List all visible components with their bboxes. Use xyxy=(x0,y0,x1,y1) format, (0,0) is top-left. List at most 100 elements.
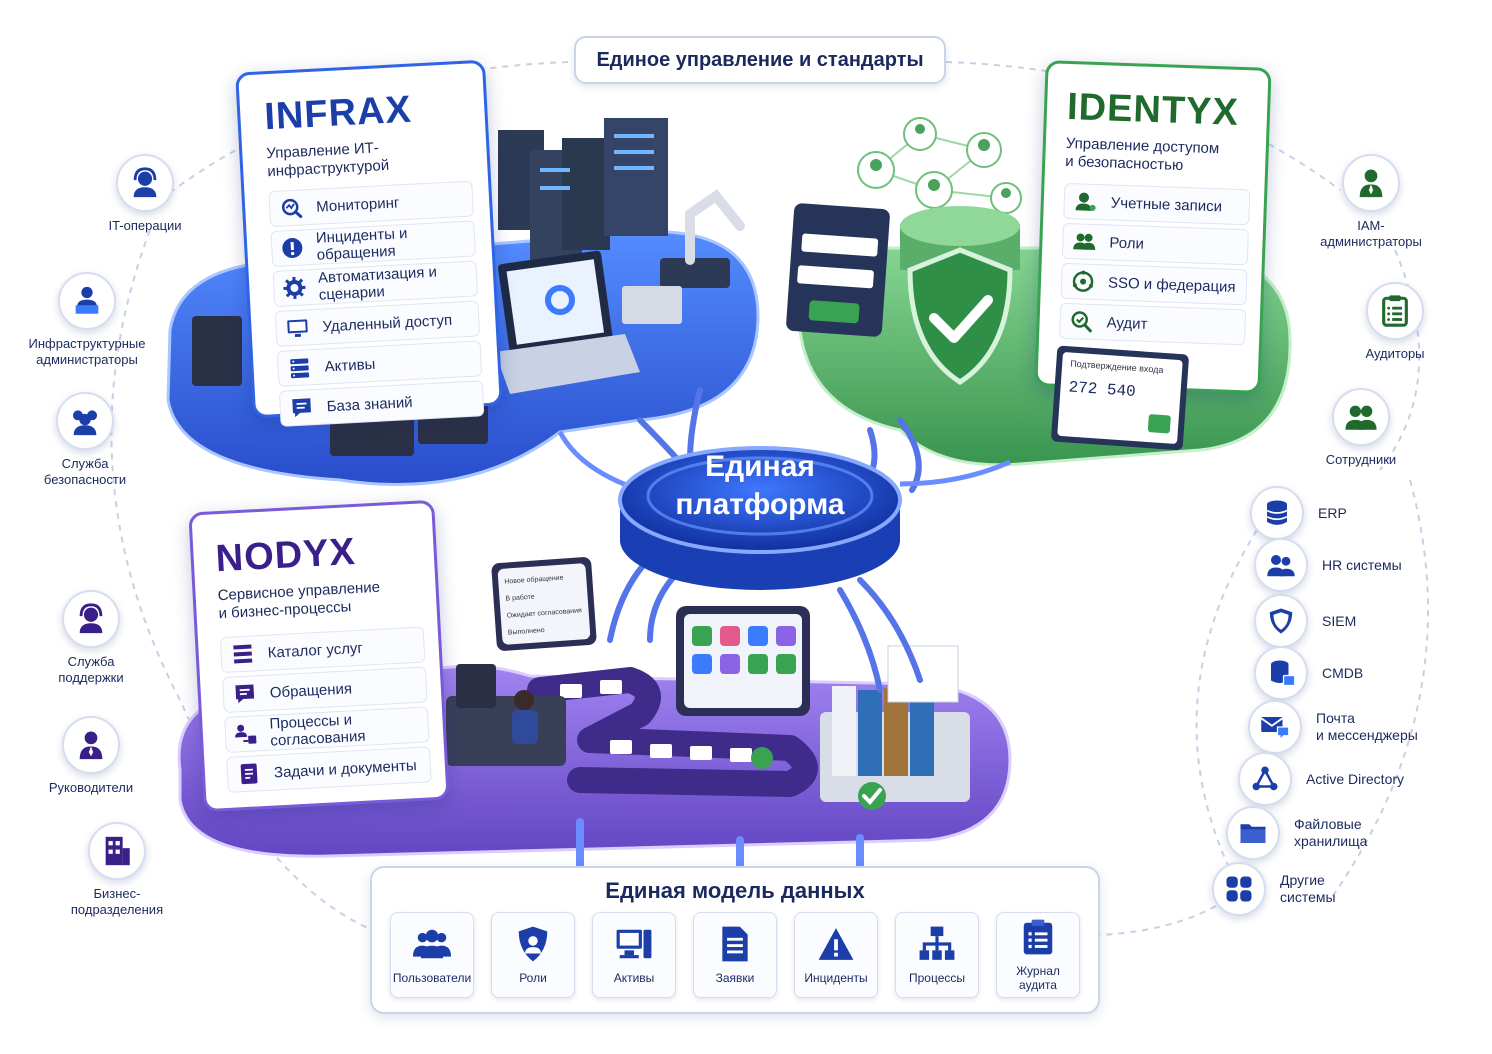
login-confirmation-card: Подтверждение входа 272 540 xyxy=(1050,345,1190,451)
nodyx-title: NODYX xyxy=(214,530,357,581)
identyx-item-label: Роли xyxy=(1109,233,1145,253)
nodyx-item-tasks[interactable]: Задачи и документы xyxy=(226,746,432,793)
entity-users[interactable]: Пользователи xyxy=(390,912,474,998)
infrax-item-label: Инциденты и обращения xyxy=(315,224,408,264)
nodyx-item-label: Обращения xyxy=(269,679,353,702)
system-hr[interactable]: HR системы xyxy=(1254,538,1464,592)
nodyx-item-service-catalog[interactable]: Каталог услуг xyxy=(219,626,426,674)
entity-processes[interactable]: Процессы xyxy=(895,912,979,998)
infrax-item-assets[interactable]: Активы xyxy=(276,340,483,387)
lock-icon xyxy=(1147,414,1171,434)
directory-tree-icon xyxy=(1238,752,1292,806)
persona-label: Бизнес-подразделения xyxy=(70,886,164,917)
support-headset-icon xyxy=(62,590,120,648)
system-label: SIEM xyxy=(1322,612,1357,629)
monitoring-gauge-icon xyxy=(278,194,305,221)
identyx-item-label: Аудит xyxy=(1106,313,1148,333)
persona-it-operations[interactable]: IT-операции xyxy=(80,154,210,234)
infrax-item-label: База знаний xyxy=(326,393,413,415)
infrax-subtitle: Управление ИТ-инфраструктурой xyxy=(265,139,390,181)
entity-label: Инциденты xyxy=(804,971,868,985)
infrax-item-remote-access[interactable]: Удаленный доступ xyxy=(274,300,481,347)
alert-icon xyxy=(280,234,305,261)
system-label: CMDB xyxy=(1322,664,1364,681)
system-label: ERP xyxy=(1318,504,1347,521)
audit-log-icon xyxy=(1023,919,1053,955)
entity-requests[interactable]: Заявки xyxy=(693,912,777,998)
request-document-icon xyxy=(722,926,748,962)
identyx-item-accounts[interactable]: Учетные записи xyxy=(1063,182,1251,226)
system-cmdb[interactable]: CMDB xyxy=(1254,646,1464,700)
infrax-item-label: Удаленный доступ xyxy=(322,311,453,336)
persona-business-units[interactable]: Бизнес-подразделения xyxy=(52,822,182,918)
process-icon xyxy=(233,720,258,747)
warning-icon xyxy=(818,928,854,960)
identyx-module-card[interactable]: IDENTYX Управление доступом и безопаснос… xyxy=(1034,60,1272,394)
system-active-directory[interactable]: Active Directory xyxy=(1238,752,1448,806)
role-shield-icon xyxy=(518,926,548,962)
mail-chat-icon xyxy=(1248,700,1302,754)
infrax-item-label: Активы xyxy=(324,355,376,375)
persona-employees[interactable]: Сотрудники xyxy=(1296,388,1426,468)
identyx-item-sso[interactable]: SSO и федерация xyxy=(1060,262,1248,306)
persona-iam-admins[interactable]: IAM-администраторы xyxy=(1306,154,1436,250)
infrax-item-automation[interactable]: Автоматизация и сценарии xyxy=(272,260,479,308)
entity-audit-log[interactable]: Журнал аудита xyxy=(996,912,1080,998)
nodyx-item-requests[interactable]: Обращения xyxy=(221,666,428,714)
building-icon xyxy=(88,822,146,880)
iam-admin-icon xyxy=(1342,154,1400,212)
nodyx-item-processes[interactable]: Процессы и согласования xyxy=(224,706,430,754)
system-erp[interactable]: ERP xyxy=(1250,486,1460,540)
server-rack-icon xyxy=(286,354,313,381)
entity-label: Активы xyxy=(613,971,655,985)
cmdb-database-icon xyxy=(1254,646,1308,700)
infrax-module-card[interactable]: INFRAX Управление ИТ-инфраструктурой Мон… xyxy=(235,59,503,427)
persona-auditors[interactable]: Аудиторы xyxy=(1330,282,1460,362)
database-icon xyxy=(1250,486,1304,540)
entity-roles[interactable]: Роли xyxy=(491,912,575,998)
nodyx-item-label: Задачи и документы xyxy=(273,756,418,782)
identyx-item-label: SSO и федерация xyxy=(1107,273,1236,296)
persona-label: Сотрудники xyxy=(1325,452,1397,467)
system-siem[interactable]: SIEM xyxy=(1254,594,1464,648)
infrax-item-monitoring[interactable]: Мониторинг xyxy=(268,180,474,228)
gear-icon xyxy=(282,274,307,301)
persona-label: IAM-администраторы xyxy=(1320,218,1422,249)
infrax-item-knowledge-base[interactable]: База знаний xyxy=(278,380,485,427)
entity-label: Пользователи xyxy=(392,971,472,985)
entity-label: Журнал аудита xyxy=(1016,964,1060,992)
nodyx-item-label: Каталог услуг xyxy=(267,639,364,662)
entity-label: Процессы xyxy=(908,971,965,985)
chat-icon xyxy=(231,680,258,707)
identyx-item-roles[interactable]: Роли xyxy=(1061,222,1249,266)
assets-computer-icon xyxy=(616,929,652,959)
admin-laptop-icon xyxy=(58,272,116,330)
nodyx-module-card[interactable]: NODYX Сервисное управление и бизнес-проц… xyxy=(188,499,450,813)
identyx-item-audit[interactable]: Аудит xyxy=(1059,302,1247,346)
persona-label: IT-операции xyxy=(108,218,182,233)
unified-platform-hub[interactable]: Единая платформа xyxy=(650,448,870,524)
persona-managers[interactable]: Руководители xyxy=(26,716,156,796)
employees-icon xyxy=(1332,388,1390,446)
persona-label: Аудиторы xyxy=(1365,346,1425,361)
entity-incidents[interactable]: Инциденты xyxy=(794,912,878,998)
knowledge-base-icon xyxy=(288,394,315,421)
persona-label: Руководители xyxy=(48,780,134,795)
entity-assets[interactable]: Активы xyxy=(592,912,676,998)
infrax-item-label: Автоматизация и сценарии xyxy=(317,263,438,304)
headset-operator-icon xyxy=(116,154,174,212)
infrax-item-incidents[interactable]: Инциденты и обращения xyxy=(270,220,477,268)
nodyx-item-label: Процессы и согласования xyxy=(269,711,366,750)
